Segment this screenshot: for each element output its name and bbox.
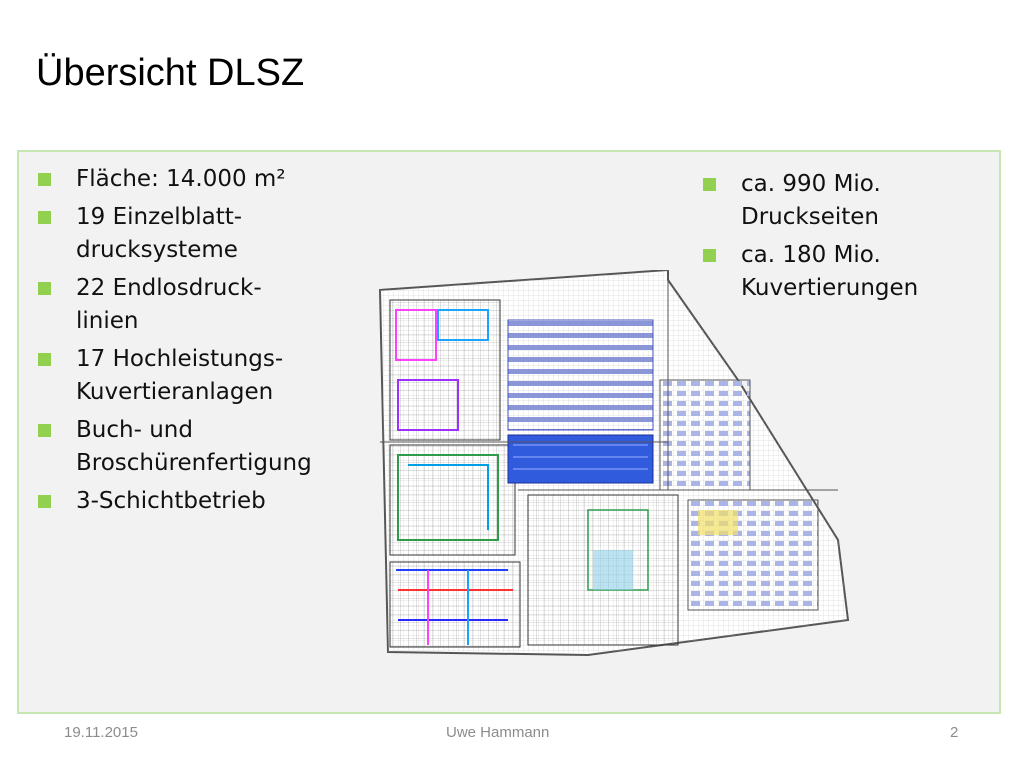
bullet-text: 17 Hochleistungs- Kuvertieranlagen <box>76 346 284 405</box>
bullet-item: 17 Hochleistungs- Kuvertieranlagen <box>38 343 338 409</box>
footer-page-number: 2 <box>950 724 959 741</box>
left-bullet-list: Fläche: 14.000 m² 19 Einzelblatt- drucks… <box>38 163 338 523</box>
bullet-text: Buch- und Broschürenfertigung <box>76 417 312 476</box>
square-bullet-icon <box>38 173 51 186</box>
zone-blue-block <box>507 434 654 484</box>
bullet-text: 19 Einzelblatt- drucksysteme <box>76 204 243 263</box>
square-bullet-icon <box>703 178 716 191</box>
bullet-item: ca. 180 Mio. Kuvertierungen <box>703 239 963 305</box>
square-bullet-icon <box>38 211 51 224</box>
machine-lines <box>395 309 513 645</box>
zone-right-top <box>659 379 751 491</box>
square-bullet-icon <box>38 282 51 295</box>
square-bullet-icon <box>38 495 51 508</box>
bullet-item: ca. 990 Mio. Druckseiten <box>703 168 963 234</box>
footer-author: Uwe Hammann <box>446 724 550 741</box>
bullet-text: ca. 990 Mio. Druckseiten <box>741 171 881 230</box>
square-bullet-icon <box>703 249 716 262</box>
bullet-item: Buch- und Broschürenfertigung <box>38 414 338 480</box>
slide-title: Übersicht DLSZ <box>36 52 305 94</box>
footer-date: 19.11.2015 <box>64 724 138 741</box>
bullet-text: ca. 180 Mio. Kuvertierungen <box>741 242 919 301</box>
zone-left-top <box>389 299 501 441</box>
square-bullet-icon <box>38 353 51 366</box>
zone-middle-hall <box>507 319 654 431</box>
bullet-text: Fläche: 14.000 m² <box>76 166 286 192</box>
bullet-item: 19 Einzelblatt- drucksysteme <box>38 201 338 267</box>
zone-left-mid <box>389 444 516 556</box>
bullet-item: Fläche: 14.000 m² <box>38 163 338 196</box>
bullet-item: 22 Endlosdruck- linien <box>38 272 338 338</box>
zone-left-bot <box>389 561 521 648</box>
floor-plan-image <box>378 270 850 657</box>
square-bullet-icon <box>38 424 51 437</box>
right-bullet-list: ca. 990 Mio. Druckseiten ca. 180 Mio. Ku… <box>703 168 963 310</box>
bullet-text: 3-Schichtbetrieb <box>76 488 266 514</box>
bullet-text: 22 Endlosdruck- linien <box>76 275 262 334</box>
bullet-item: 3-Schichtbetrieb <box>38 485 338 518</box>
